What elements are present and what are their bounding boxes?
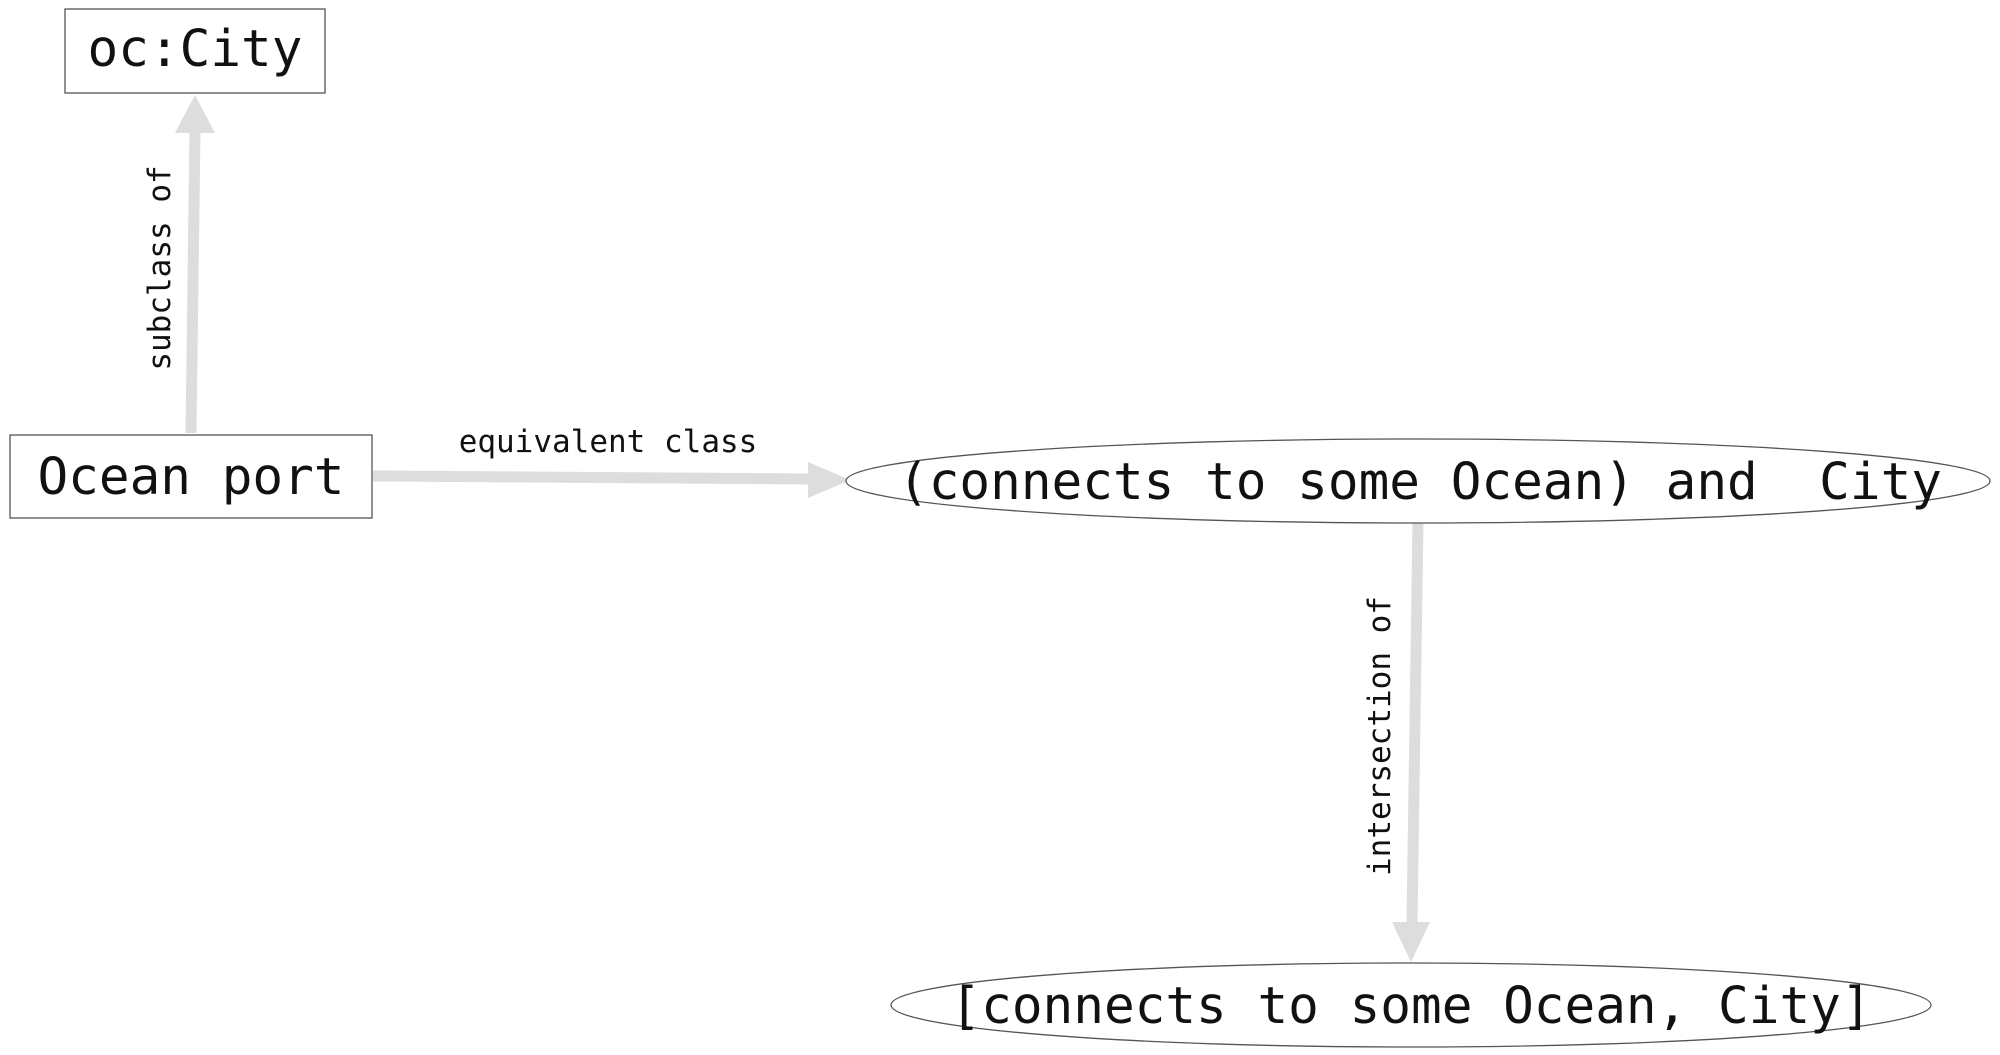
edge-equivalent-class-line <box>372 470 813 485</box>
node-operands-label: [connects to some Ocean, City] <box>950 977 1871 1036</box>
edge-intersection-of-arrowhead <box>1392 922 1430 962</box>
edge-subclass-of-arrowhead <box>175 95 215 133</box>
node-ocean-port: Ocean port <box>9 434 373 519</box>
node-conjunction-ellipse <box>845 438 1991 524</box>
node-oc-city-box <box>64 8 326 94</box>
node-conjunction: (connects to some Ocean) and City <box>845 438 1991 524</box>
edge-equivalent-class-label: equivalent class <box>459 424 758 460</box>
node-oc-city-label: oc:City <box>88 20 303 79</box>
node-operands: [connects to some Ocean, City] <box>890 962 1932 1048</box>
edge-intersection-of-line <box>1406 519 1424 923</box>
node-ocean-port-label: Ocean port <box>37 448 344 507</box>
edge-subclass-of-line <box>185 127 201 434</box>
edge-subclass-of-label: subclass of <box>142 165 178 370</box>
node-ocean-port-box <box>9 434 373 519</box>
edge-intersection-of: intersection of <box>1362 519 1430 962</box>
node-oc-city: oc:City <box>64 8 326 94</box>
edge-equivalent-class-arrowhead <box>808 462 850 498</box>
edge-subclass-of: subclass of <box>142 95 215 434</box>
edge-equivalent-class: equivalent class <box>372 424 850 498</box>
node-conjunction-label: (connects to some Ocean) and City <box>898 453 1942 512</box>
node-operands-ellipse <box>890 962 1932 1048</box>
edge-intersection-of-label: intersection of <box>1362 596 1398 876</box>
